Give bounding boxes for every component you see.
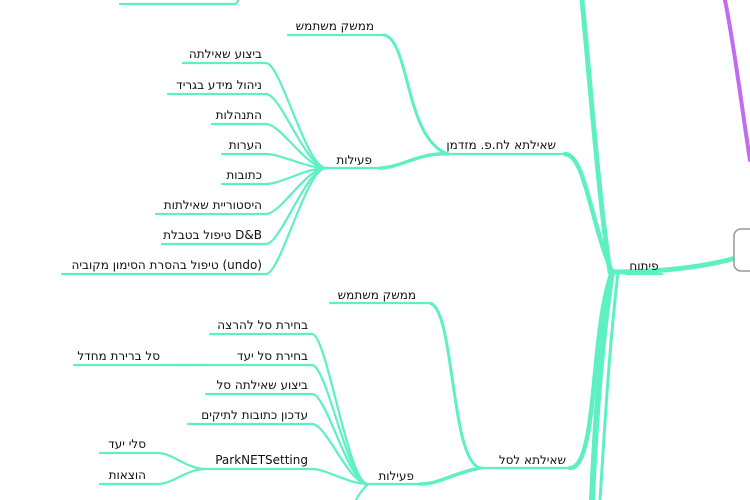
- q2-ui-node[interactable]: ממשק משתמש: [328, 288, 432, 305]
- q2-ops-node[interactable]: פעילות: [366, 469, 422, 486]
- q2-ops-item-2-label: בחירת סל יעד: [237, 349, 308, 363]
- q2-ops-item-4[interactable]: עדכון כתובות לתיקים: [186, 408, 370, 486]
- q2-ops-item-1[interactable]: בחירת סל להרצה: [208, 318, 370, 486]
- q1-ui-branch: [382, 33, 450, 156]
- q1-node[interactable]: שאילתא לח.פ. מזדמן: [446, 138, 568, 156]
- root-connector: [609, 255, 739, 275]
- q1-ops-item-1[interactable]: ביצוע שאילתה: [181, 47, 328, 170]
- q1-ops-node[interactable]: פעילות: [324, 153, 382, 170]
- top-fragment-branch: [118, 0, 240, 6]
- q2-ops-item-5-label: ParkNETSetting: [215, 453, 308, 467]
- park-child-2[interactable]: הוצאות: [98, 467, 208, 486]
- q2-ops-lower-stub: [354, 482, 370, 500]
- q1-ops-item-8-branch: [264, 166, 328, 276]
- q2-node[interactable]: שאילתא לסל: [478, 453, 572, 470]
- q1-ui-node[interactable]: ממשק משתמש: [286, 19, 386, 37]
- q2-ops-item-5-branch: [310, 467, 370, 486]
- park-child-2-label: הוצאות: [109, 468, 146, 482]
- q1-ops-item-8[interactable]: טיפול בהסרת הסימון מקוביה (undo): [60, 166, 328, 276]
- q1-ops-item-1-label: ביצוע שאילתה: [189, 47, 262, 61]
- q1-ops-item-7-branch: [264, 166, 328, 246]
- q1-ops-node-label: פעילות: [336, 153, 372, 167]
- q1-ops-item-1-branch: [264, 61, 328, 170]
- q2-ops-item-5[interactable]: ParkNETSetting: [204, 453, 370, 486]
- q1-ops-item-8-label: טיפול בהסרת הסימון מקוביה (undo): [72, 258, 262, 272]
- q1-ui-node-label: ממשק משתמש: [296, 19, 374, 33]
- q1-ops-item-2-label: ניהול מידע בגריד: [176, 78, 262, 92]
- q2-ops-item-1-branch: [310, 332, 370, 486]
- q1-ops-item-7-label: טיפול בטבלת D&B: [163, 228, 262, 242]
- q2-target-child-node[interactable]: סל ברירת מחדל: [72, 349, 208, 367]
- q2-ops-item-3[interactable]: ביצוע שאילתה סל: [204, 378, 370, 486]
- park-child-1-label: סלי יעד: [108, 437, 146, 451]
- park-child-1[interactable]: סלי יעד: [98, 437, 208, 471]
- q2-target-child-label: סל ברירת מחדל: [77, 349, 160, 363]
- q2-branch: [567, 269, 615, 471]
- q1-ops-item-6-label: היסטוריית שאילתות: [164, 198, 262, 212]
- accent-branch: [723, 0, 750, 162]
- q1-ops-item-2-branch: [264, 92, 328, 170]
- root-node-label: פיתוח: [629, 259, 658, 273]
- trunk-bottom: [589, 269, 615, 500]
- root-node[interactable]: פיתוח: [624, 259, 664, 276]
- trunk-top: [579, 0, 613, 275]
- q2-ops-item-1-label: בחירת סל להרצה: [217, 318, 308, 332]
- q2-ops-node-label: פעילות: [378, 469, 414, 483]
- q1-branch: [562, 151, 615, 275]
- park-child-1-branch: [156, 451, 208, 471]
- q2-ops-item-3-branch: [310, 392, 370, 486]
- q1-ops-items: ביצוע שאילתה ניהול מידע בגריד התנהלות הערות…: [60, 47, 328, 276]
- q2-ops-item-2-branch: [310, 363, 370, 486]
- root-node-box: [733, 228, 750, 272]
- trunk-bottom-2: [598, 270, 620, 500]
- q1-ops-item-3-label: התנהלות: [216, 108, 262, 122]
- q2-ops-branch: [418, 466, 482, 486]
- q2-ui-branch: [428, 301, 482, 470]
- q2-node-label: שאילתא לסל: [499, 453, 566, 467]
- q1-ops-branch: [378, 152, 450, 170]
- q1-ops-item-4-label: הערות: [229, 138, 262, 152]
- q2-ui-node-label: ממשק משתמש: [338, 288, 416, 302]
- trunk-branches: [118, 0, 739, 500]
- q2-ops-item-4-branch: [310, 422, 370, 486]
- q1-ops-item-5-label: כתובות: [226, 168, 262, 182]
- q2-ops-item-3-label: ביצוע שאילתה סל: [216, 378, 308, 392]
- q1-node-label: שאילתא לח.פ. מזדמן: [446, 138, 556, 152]
- park-children: סלי יעד הוצאות: [98, 437, 208, 486]
- q2-ops-items: בחירת סל להרצה בחירת סל יעד ביצוע שאילתה ס…: [186, 318, 370, 486]
- q2-ops-item-4-label: עדכון כתובות לתיקים: [201, 408, 308, 422]
- park-child-2-branch: [156, 467, 208, 486]
